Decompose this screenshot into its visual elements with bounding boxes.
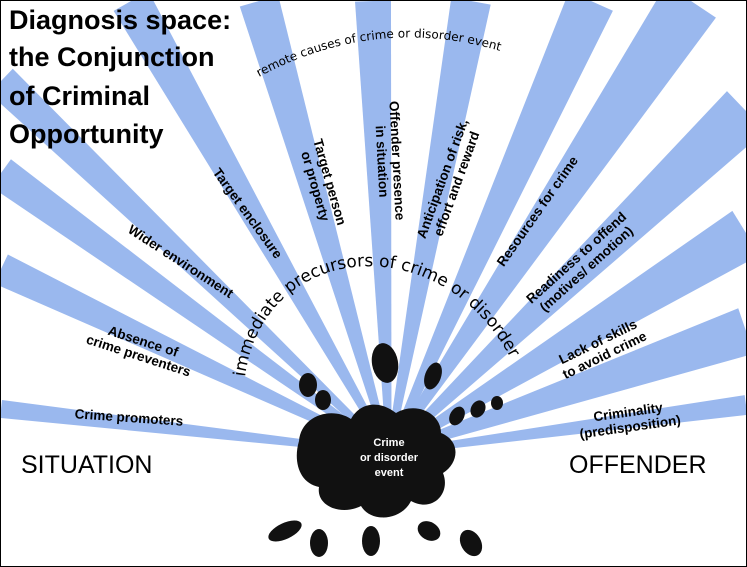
diagram-title: Diagnosis space: the Conjunction of Crim… [9,5,231,149]
ray-beam [1,68,391,455]
center-line-3: event [375,467,404,479]
ray-beam [1,159,391,456]
title-line-2: the Conjunction [9,42,214,72]
factor-label-line: in situation [373,125,392,198]
droplet [424,362,442,390]
title-line-1: Diagnosis space: [9,5,231,35]
ray-beam [386,1,613,455]
droplet [417,521,441,541]
title-line-4: Opportunity [9,119,163,149]
ray-beam [1,254,391,456]
ray-beam [386,1,716,455]
factor-label-line: Offender presence [386,101,407,221]
droplet [491,396,503,410]
ray-beam [355,1,392,454]
droplet [299,373,317,397]
droplet [470,400,486,418]
offender-heading: OFFENDER [569,451,707,479]
ray-beam [388,308,746,456]
ray-beam [1,400,390,456]
droplet [268,520,302,542]
center-line-1: Crime [373,437,404,449]
droplet [459,529,483,557]
ray-beam [239,1,392,454]
droplet [371,343,399,383]
splat-body [296,404,456,518]
ray-group [1,1,746,456]
situation-heading: SITUATION [21,451,152,479]
ray-beam [113,1,392,455]
ray-beam [388,395,746,456]
droplet [310,529,328,557]
droplet [449,406,465,426]
offender-factor-label: Anticipation of risk,effort and reward [414,117,485,246]
ray-beam [387,91,746,455]
center-label: Crime or disorder event [360,437,419,479]
crime-event-splat [268,343,503,557]
offender-factor-label: Offender presencein situation [371,101,407,222]
center-line-2: or disorder [360,452,419,464]
ray-beam [387,210,746,456]
title-line-3: of Criminal [9,81,150,111]
ray-beam [386,1,491,454]
droplet [315,390,331,410]
droplet [362,526,380,556]
